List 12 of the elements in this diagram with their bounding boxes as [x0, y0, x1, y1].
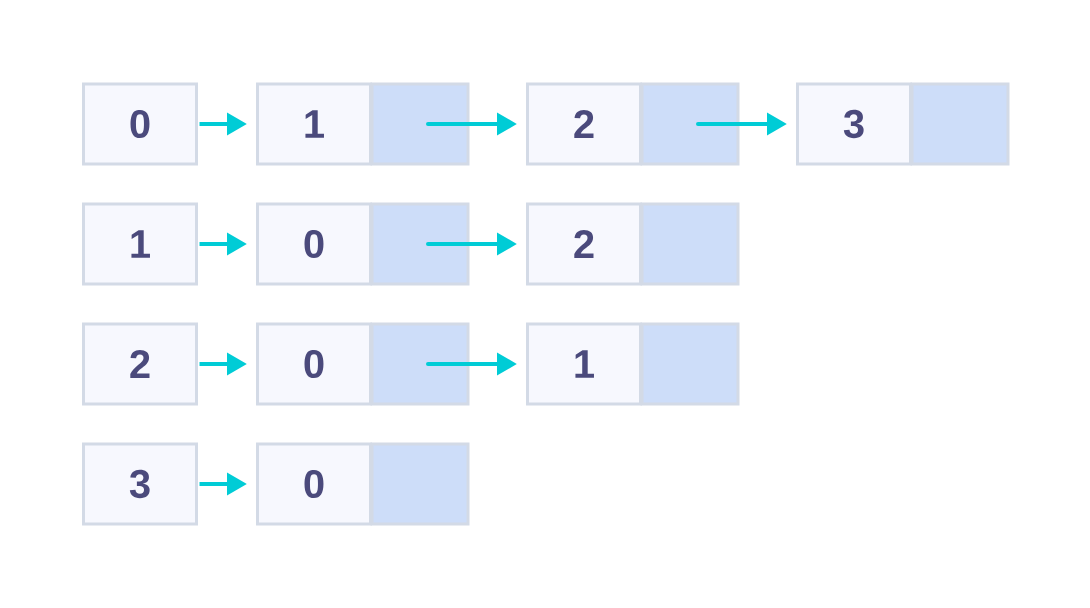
head-box: 1 [82, 202, 198, 286]
list-node: 0 [256, 442, 470, 526]
head-box: 3 [82, 442, 198, 526]
list-node: 2 [526, 202, 740, 286]
list-node: 3 [796, 82, 1010, 166]
list-node: 2 [526, 82, 740, 166]
list-node: 0 [256, 202, 470, 286]
list-node: 0 [256, 322, 470, 406]
list-node: 1 [256, 82, 470, 166]
list-node: 1 [526, 322, 740, 406]
head-box: 0 [82, 82, 198, 166]
head-box: 2 [82, 322, 198, 406]
